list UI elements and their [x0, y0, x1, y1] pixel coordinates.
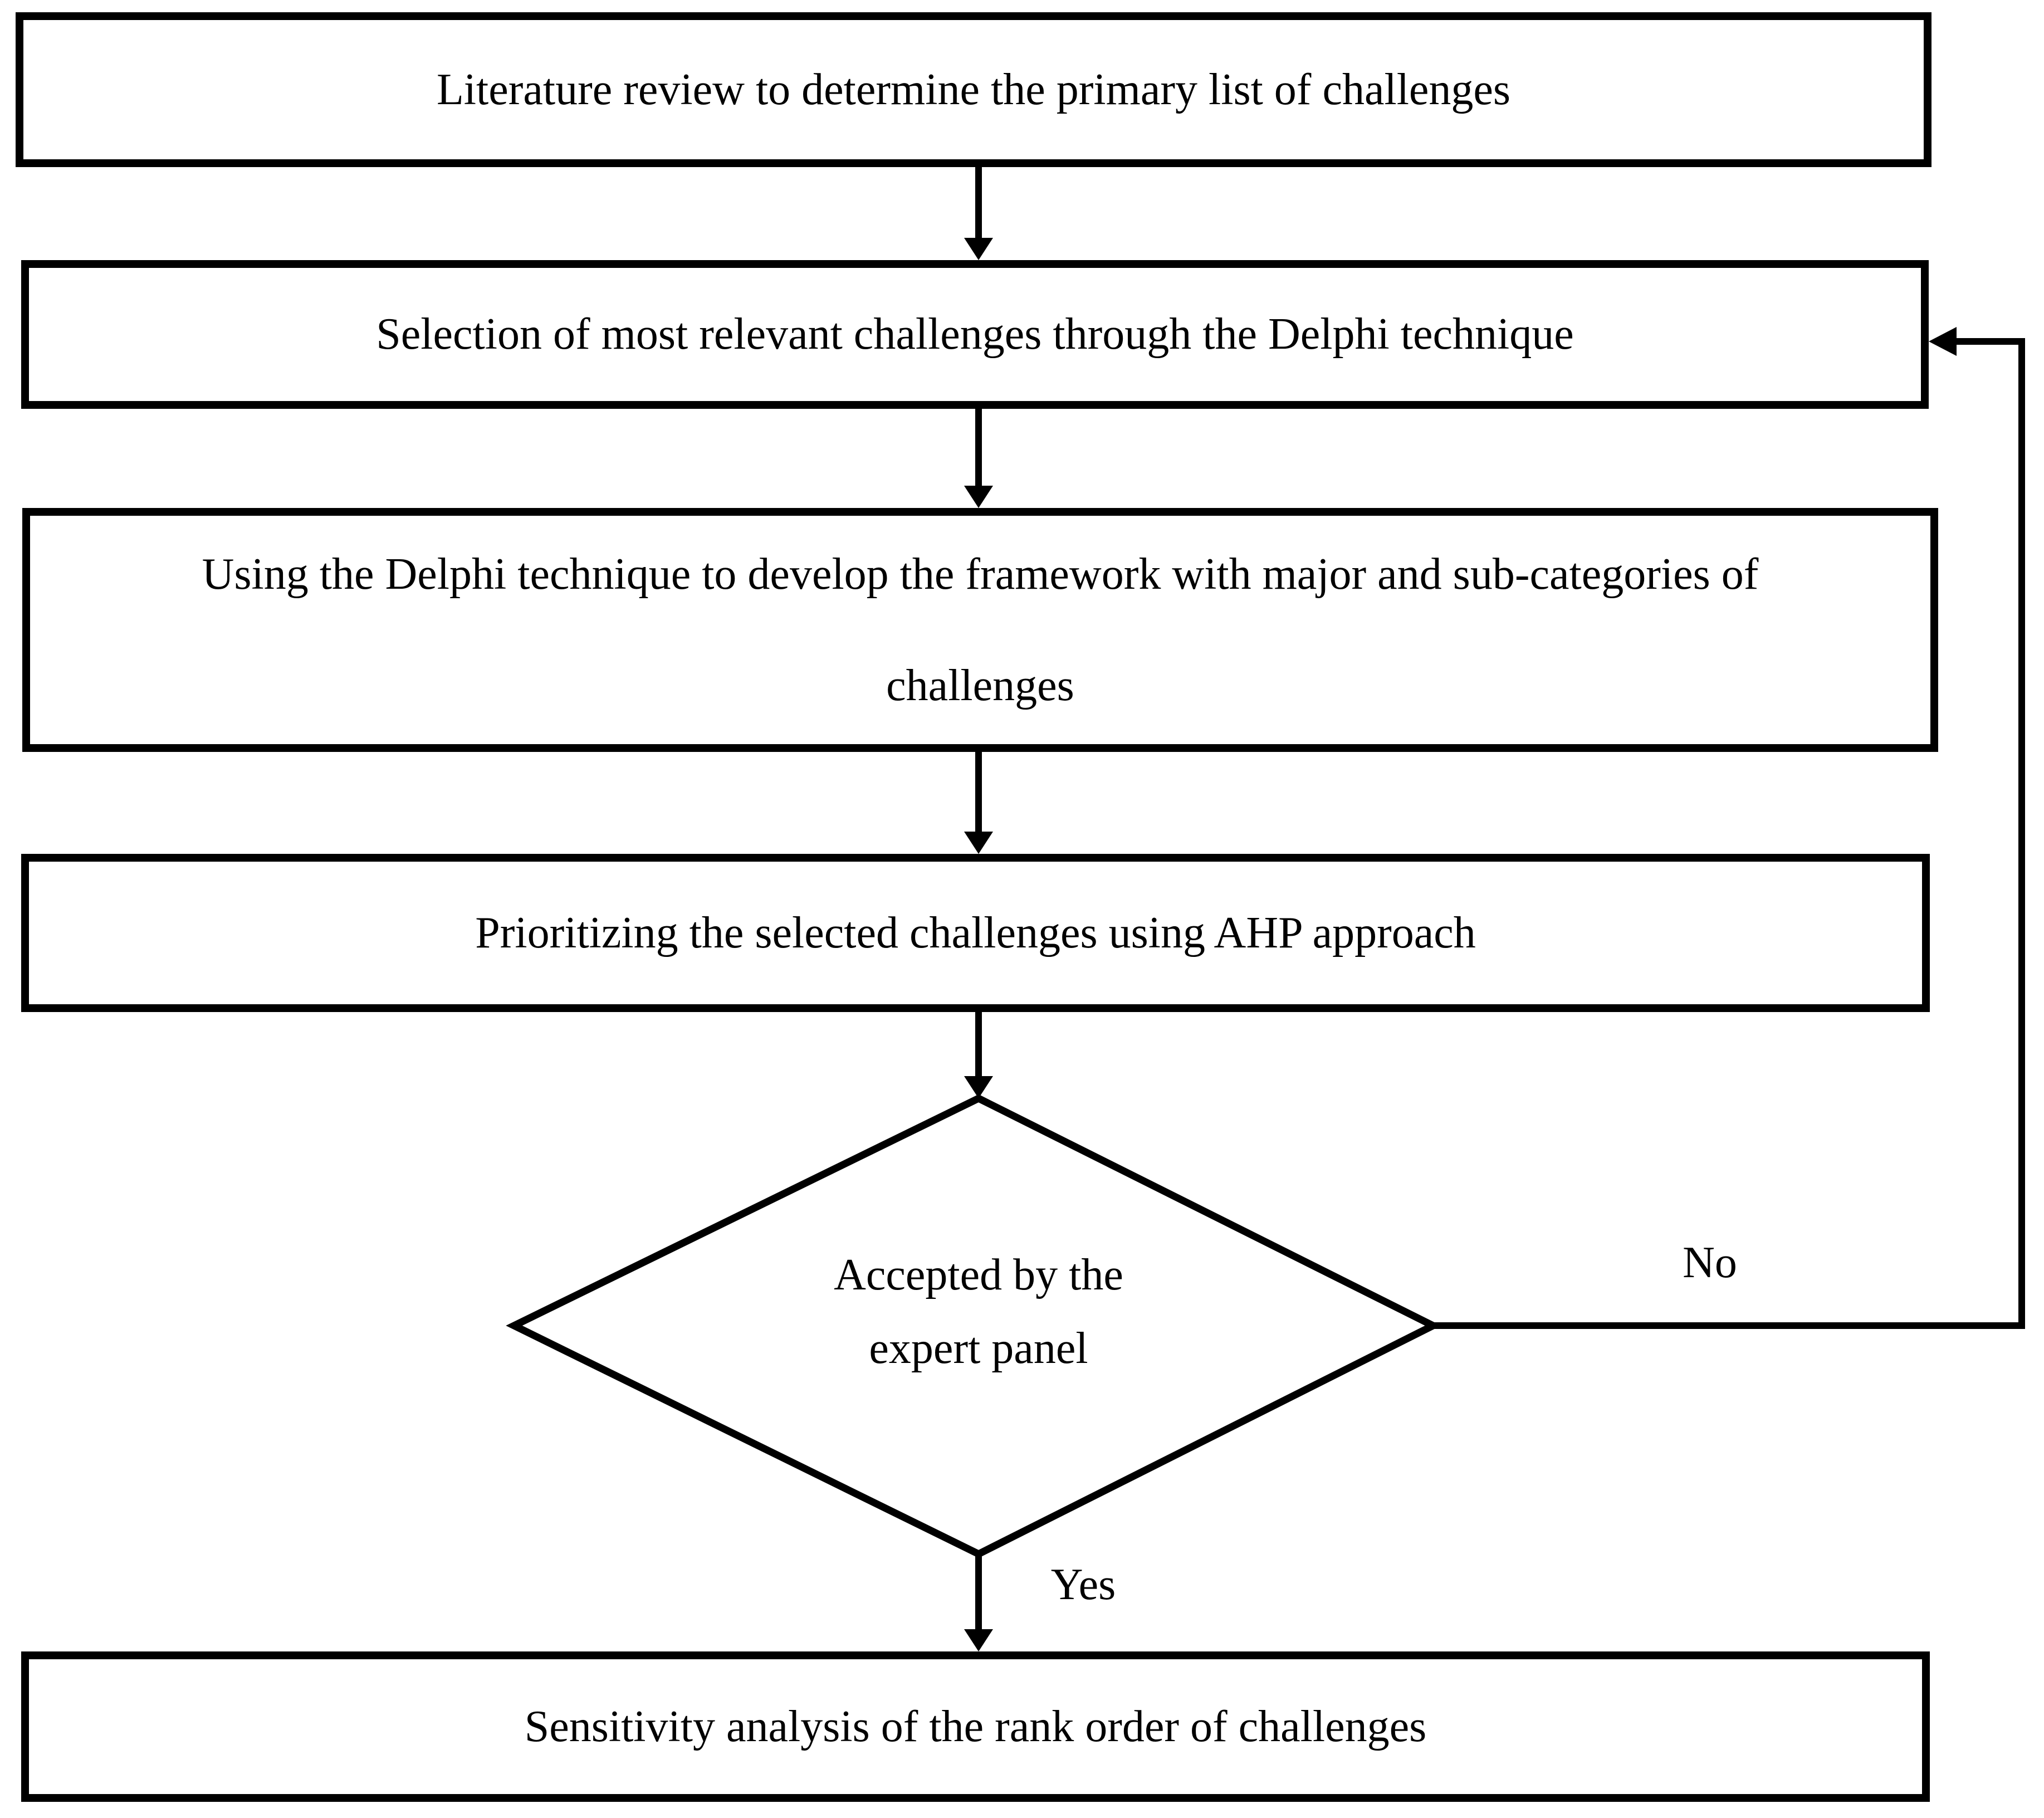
arrow-framework-to-ahp-icon	[964, 752, 993, 854]
no-feedback-connector	[1433, 327, 2025, 1329]
no-label: No	[1683, 1238, 1737, 1287]
node-ahp-prioritization-label: Prioritizing the selected challenges usi…	[475, 908, 1476, 957]
arrow-decision-yes-icon	[964, 1554, 993, 1651]
arrow-literature-to-selection-icon	[964, 167, 993, 260]
node-literature-review: Literature review to determine the prima…	[16, 12, 1931, 167]
node-delphi-selection-label: Selection of most relevant challenges th…	[376, 310, 1574, 359]
node-ahp-prioritization: Prioritizing the selected challenges usi…	[21, 854, 1930, 1012]
node-framework-development-label: Using the Delphi technique to develop th…	[202, 550, 1759, 710]
node-framework-development: Using the Delphi technique to develop th…	[22, 508, 1938, 752]
yes-label: Yes	[1050, 1560, 1116, 1609]
node-delphi-selection: Selection of most relevant challenges th…	[21, 260, 1929, 409]
arrow-ahp-to-decision-icon	[964, 1012, 993, 1098]
arrow-selection-to-framework-icon	[964, 409, 993, 508]
node-sensitivity-analysis-label: Sensitivity analysis of the rank order o…	[524, 1702, 1427, 1751]
arrow-left-icon	[1929, 327, 1957, 356]
node-sensitivity-analysis: Sensitivity analysis of the rank order o…	[21, 1651, 1930, 1802]
node-literature-review-label: Literature review to determine the prima…	[436, 65, 1511, 114]
